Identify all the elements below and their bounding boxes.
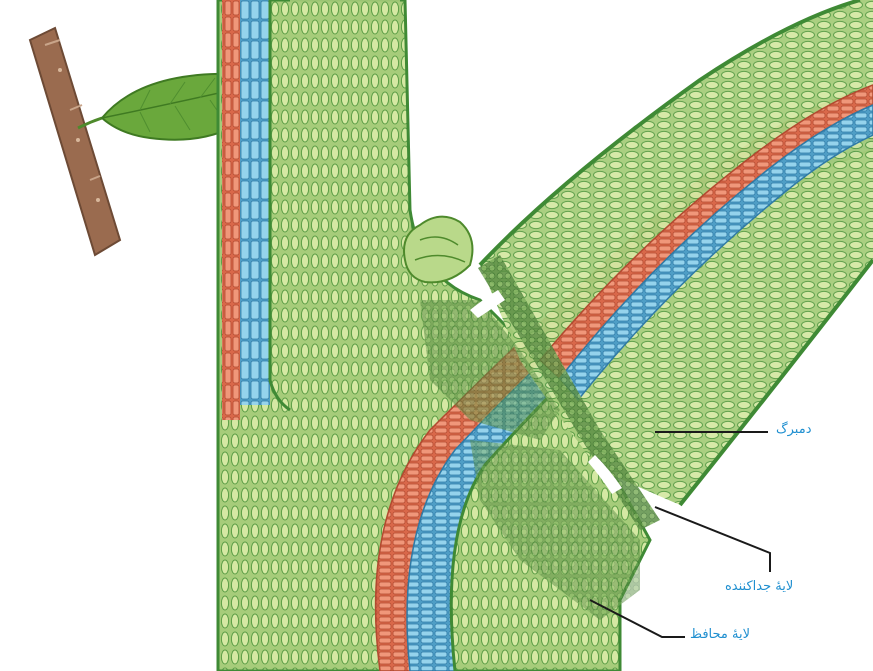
twig <box>30 28 120 255</box>
label-protective-layer: لایهٔ محافظ <box>690 627 750 642</box>
xylem-strand-stem <box>240 0 270 405</box>
label-petiole: دمبرگ <box>776 422 811 437</box>
leader-line-abscission <box>655 507 770 572</box>
phloem-strand-stem <box>222 0 240 420</box>
label-abscission-layer: لایهٔ جداکننده <box>725 579 793 594</box>
